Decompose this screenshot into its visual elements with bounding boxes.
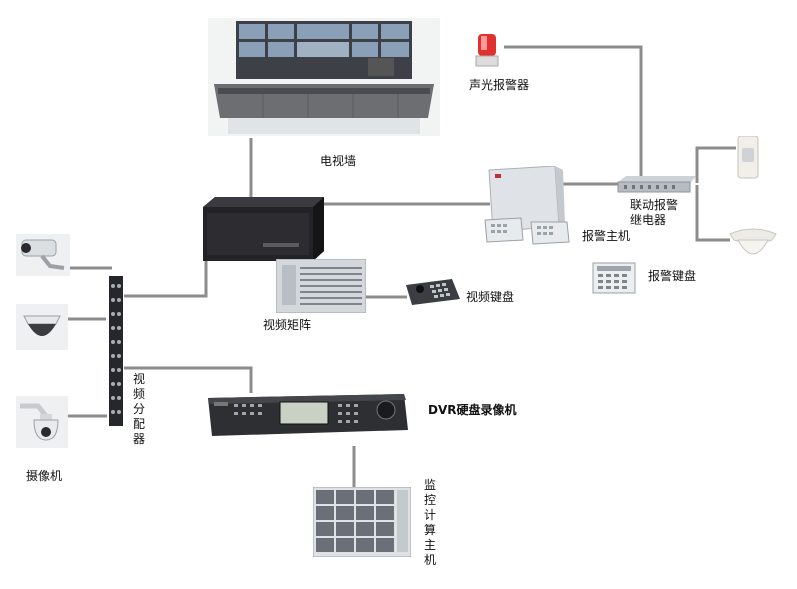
alarm-host [483, 165, 571, 250]
monitor-pc-label: 监控计算主机 [424, 478, 437, 567]
camera-label: 摄像机 [26, 469, 63, 483]
video-distributor [107, 276, 125, 426]
siren [474, 32, 502, 70]
video-matrix-panel [275, 258, 367, 314]
wire-relay-detector [695, 185, 730, 242]
ceiling-detector [728, 226, 778, 260]
bullet-camera [16, 234, 70, 276]
alarm-keyboard-label: 报警键盘 [648, 269, 697, 283]
video-wall [208, 18, 440, 136]
wire-relay-siren [504, 45, 643, 178]
dome-camera [16, 304, 68, 350]
video-distributor-label: 视频分配器 [133, 372, 146, 446]
wire-distributor-matrix [124, 247, 208, 298]
siren-label: 声光报警器 [469, 78, 530, 92]
linkage-relay [616, 176, 698, 194]
wire-distributor-dvr [124, 366, 253, 393]
alarm-keyboard [592, 262, 636, 294]
ptz-camera [16, 396, 68, 448]
video-keyboard [404, 277, 462, 307]
linkage-relay-label-text: 联动报警 继电器 [630, 198, 679, 227]
video-keyboard-label: 视频键盘 [466, 290, 515, 304]
alarm-host-label: 报警主机 [582, 229, 631, 243]
wall-sensor [736, 135, 760, 180]
linkage-relay-label: 联动报警 继电器 [630, 198, 678, 228]
video-matrix-chassis [203, 197, 324, 265]
video-matrix-label: 视频矩阵 [263, 318, 312, 332]
wire-relay-sensor [695, 146, 736, 183]
dvr-recorder [204, 394, 410, 438]
dvr-label: DVR硬盘录像机 [428, 403, 517, 417]
video-wall-label: 电视墙 [320, 154, 357, 168]
monitor-pc-screen [312, 486, 412, 558]
